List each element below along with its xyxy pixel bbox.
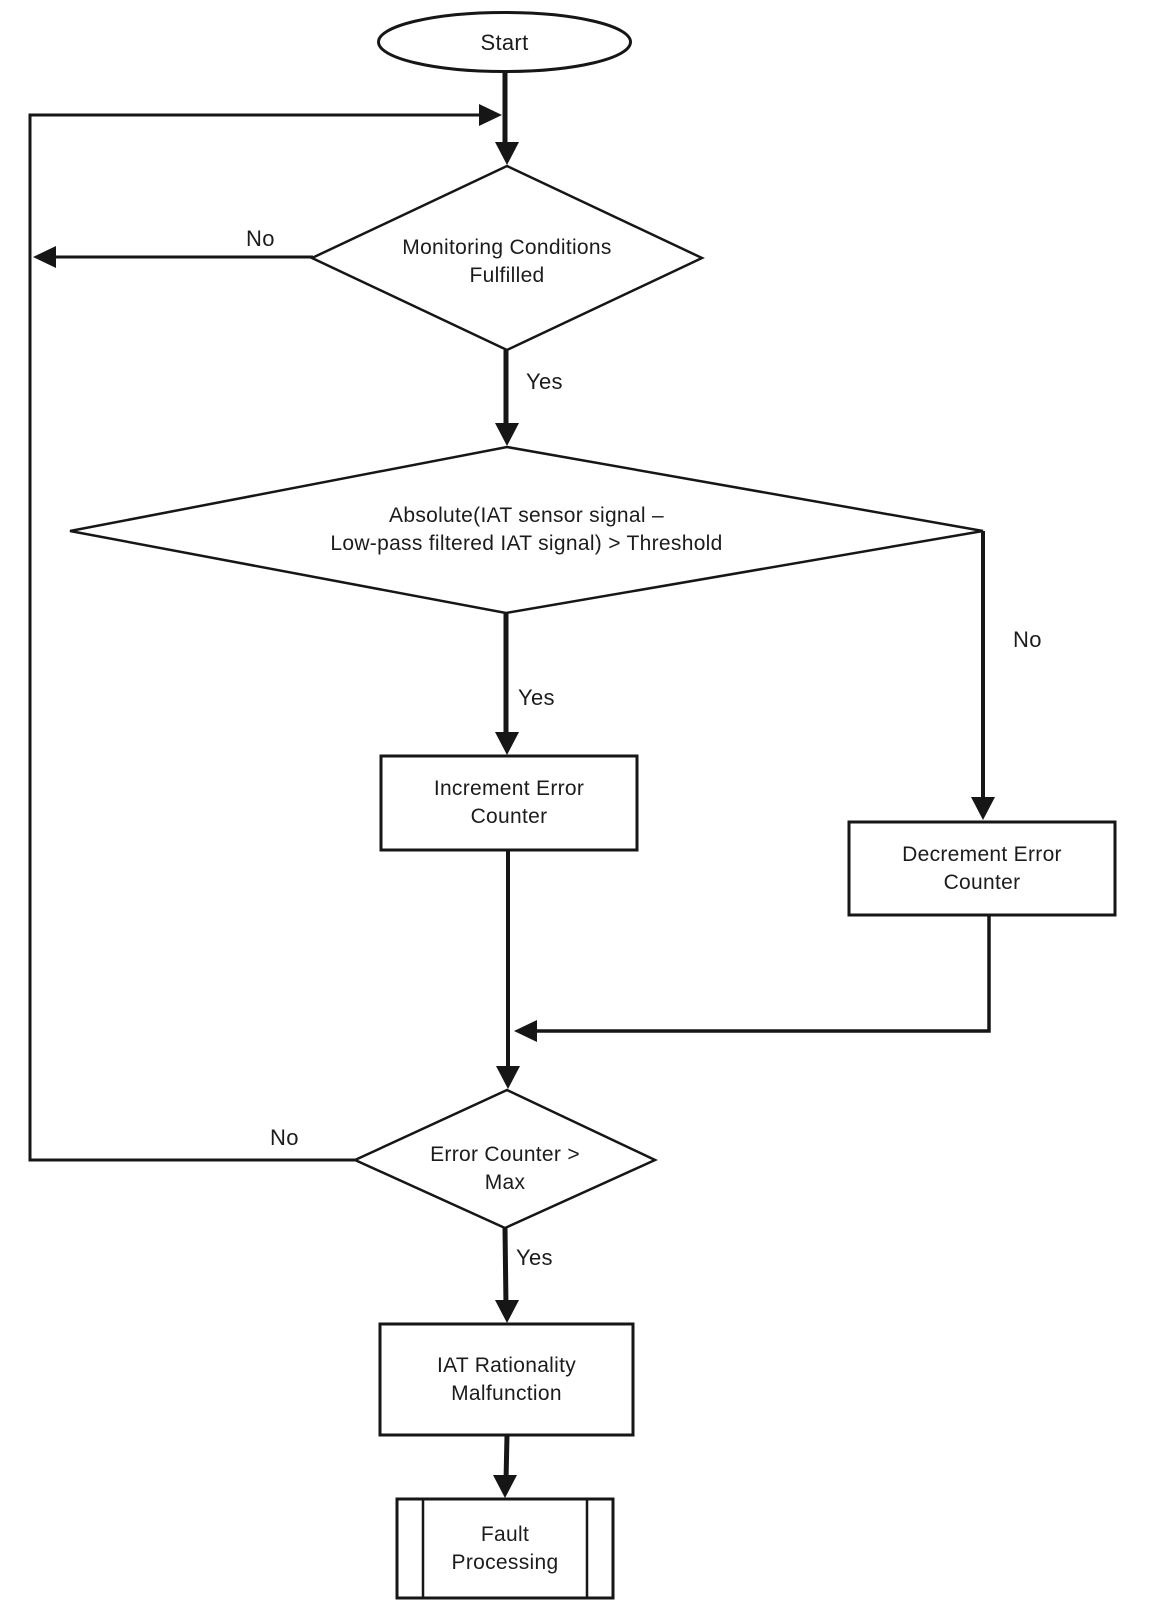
edge-error-counter-yes [502,1227,509,1307]
arrowhead-into-fault [493,1475,517,1498]
label-absolute-yes: Yes [518,685,555,710]
label-error-counter-yes: Yes [516,1245,553,1270]
arrowhead-into-absolute [495,423,519,446]
decrement-label-line2: Counter [943,870,1021,894]
arrowhead-into-increment [495,732,519,755]
error-counter-decision-shape [351,1088,658,1230]
edge-malfunction-to-fault [503,1434,510,1482]
increment-process-shape [379,754,639,852]
fault-label: Fault Processing [397,1499,613,1598]
start-label-text: Start [480,29,529,55]
monitoring-decision-shape [309,164,705,352]
malfunction-label-line2: Malfunction [451,1381,562,1405]
fault-predefined-process-shape [395,1497,615,1600]
malfunction-label: IAT Rationality Malfunction [380,1324,633,1435]
monitoring-label-line2: Fulfilled [469,264,545,287]
label-monitoring-no: No [246,226,275,251]
absolute-label: Absolute(IAT sensor signal – Low-pass fi… [70,447,983,613]
absolute-label-line1: Absolute(IAT sensor signal – [389,504,664,527]
label-error-counter-no: No [270,1125,299,1150]
increment-label-line1: Increment Error [433,777,585,800]
fault-label-line2: Processing [451,1550,559,1574]
absolute-decision-shape [69,445,984,615]
decrement-label-line1: Decrement Error [902,842,1062,866]
error-counter-label-line2: Max [484,1171,526,1194]
fault-label-line1: Fault [480,1522,530,1546]
edge-decrement-to-merge [530,915,991,1033]
arrowhead-merge-left [514,1020,537,1042]
edge-loop-return [28,113,486,1162]
arrowhead-loop-into-main [479,104,502,126]
increment-label: Increment Error Counter [381,756,637,850]
monitoring-label-line1: Monitoring Conditions [402,236,612,259]
malfunction-process-shape [378,1322,635,1437]
label-monitoring-yes: Yes [526,369,563,394]
arrowhead-into-decrement [971,797,995,820]
start-terminator-shape [377,11,632,73]
start-label: Start [377,13,632,72]
arrowhead-into-monitoring [495,142,519,165]
decrement-process-shape [847,820,1117,917]
monitoring-label: Monitoring Conditions Fulfilled [312,166,702,350]
increment-label-line2: Counter [470,805,548,828]
error-counter-label-line1: Error Counter > [430,1143,580,1166]
arrowhead-monitoring-no [33,246,56,268]
arrowhead-into-malfunction [495,1300,519,1323]
malfunction-label-line1: IAT Rationality [436,1353,577,1377]
arrowhead-into-error-counter [496,1066,520,1089]
absolute-label-line2: Low-pass filtered IAT signal) > Threshol… [330,532,723,555]
label-absolute-no: No [1013,627,1042,652]
error-counter-label: Error Counter > Max [355,1090,655,1228]
decrement-label: Decrement Error Counter [849,822,1115,915]
